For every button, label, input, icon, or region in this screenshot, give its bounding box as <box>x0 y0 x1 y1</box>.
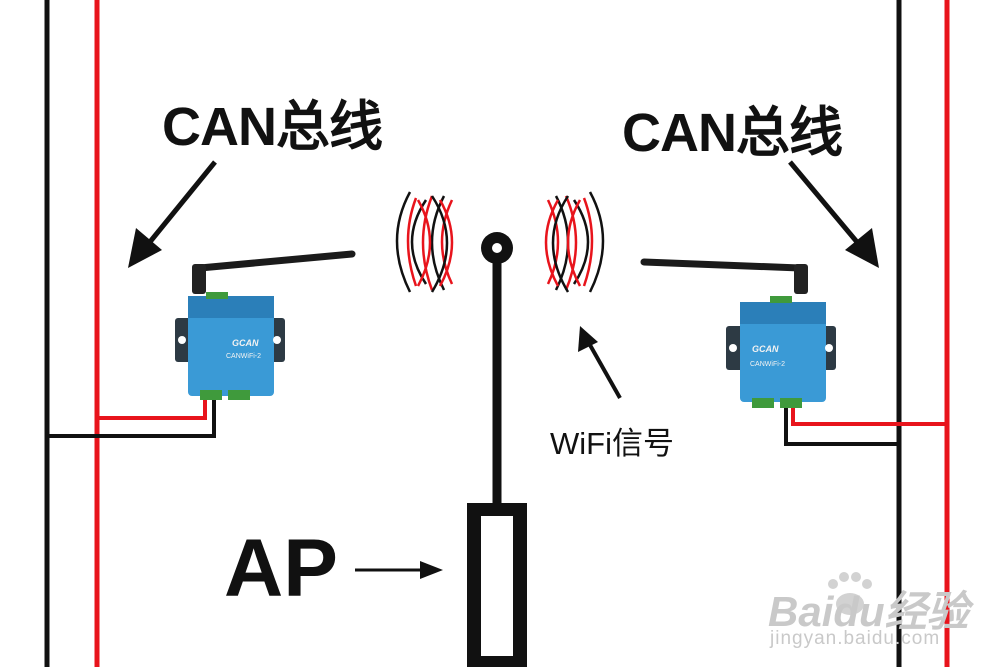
right-black-stub-wire <box>784 408 899 446</box>
ap-label: AP <box>224 523 338 614</box>
right-can-bus-label: CAN总线 <box>622 103 843 163</box>
baidu-watermark-logo: Baidu经验 <box>768 588 969 635</box>
ap-device <box>467 232 527 667</box>
left-can-bus <box>44 0 100 667</box>
ap-box-inner <box>481 516 513 656</box>
right-device-wires <box>784 408 947 446</box>
wifi-signal-arrow <box>578 326 622 399</box>
left-wifi-waves <box>395 191 454 293</box>
baidu-paw-icon <box>828 572 872 615</box>
baidu-watermark-url: jingyan.baidu.com <box>770 628 941 649</box>
right-device-brand: GCAN <box>752 344 779 354</box>
right-wifi-waves <box>544 191 605 293</box>
left-device-antenna <box>196 250 356 272</box>
left-red-stub-wire <box>97 398 207 420</box>
right-device-antenna <box>640 258 804 272</box>
wifi-signal-label: WiFi信号 <box>550 426 674 461</box>
right-device-connector-2 <box>780 398 802 408</box>
left-canwifi-device: GCAN CANWiFi-2 <box>175 250 356 400</box>
left-device-wires <box>47 398 216 438</box>
left-black-stub-wire <box>47 398 216 438</box>
right-device-model: CANWiFi-2 <box>750 361 785 368</box>
ap-arrow <box>355 561 443 579</box>
left-device-connector-2 <box>228 390 250 400</box>
right-can-bus <box>896 0 950 667</box>
left-bus-arrow <box>128 160 217 268</box>
left-device-model: CANWiFi-2 <box>226 353 261 360</box>
left-device-brand: GCAN <box>232 338 259 348</box>
right-bus-arrow <box>788 160 879 268</box>
right-red-stub-wire <box>791 408 947 426</box>
right-device-connector-1 <box>752 398 774 408</box>
right-canwifi-device: GCAN CANWiFi-2 <box>640 258 836 408</box>
left-device-connector-1 <box>200 390 222 400</box>
left-can-bus-label: CAN总线 <box>162 97 383 157</box>
